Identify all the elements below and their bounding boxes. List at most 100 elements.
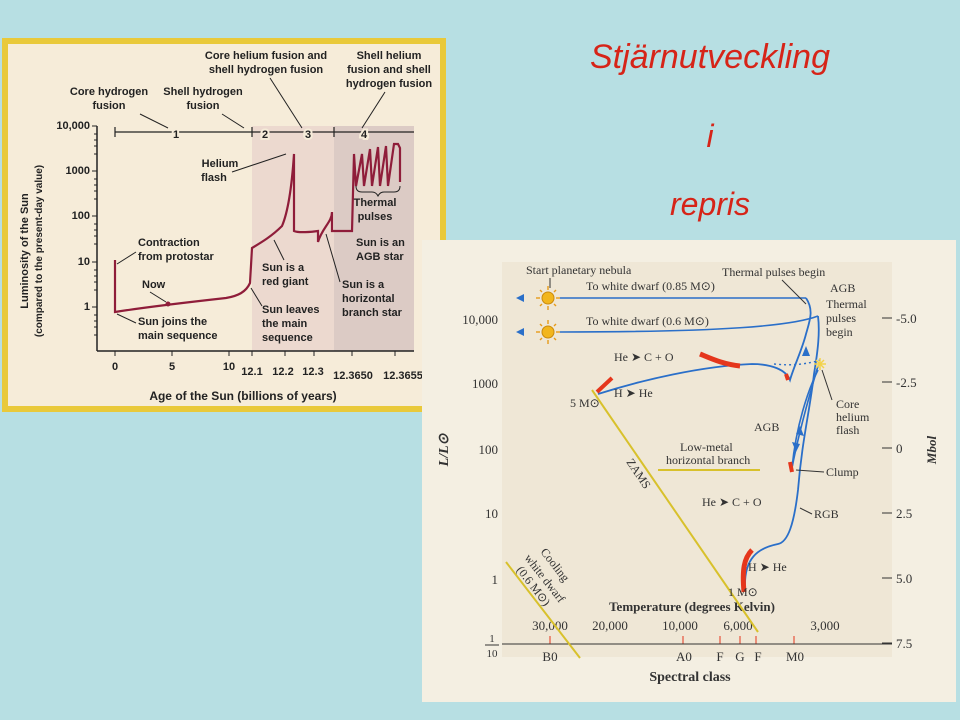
y-tick-label: 10 (78, 256, 90, 268)
label-agb-mid: AGB (754, 420, 779, 434)
hr-mbol-tick: 7.5 (896, 636, 912, 651)
track-agb (791, 365, 819, 469)
phase-number: 4 (361, 129, 368, 141)
label-helium-flash: Helium (202, 158, 239, 170)
label-h-he-bottom: H ➤ He (748, 560, 787, 574)
hr-spectral-tick: B0 (542, 649, 557, 664)
pointer-core-helium-flash (821, 369, 833, 401)
label-agb-top: AGB (830, 281, 855, 295)
hr-mbol-tick-marks (882, 317, 892, 644)
label-now: Now (142, 279, 166, 291)
hr-temp-tick: 6,000 (723, 618, 752, 633)
x-axis-label: Age of the Sun (billions of years) (149, 389, 336, 403)
hr-temp-axis-label: Temperature (degrees Kelvin) (609, 599, 775, 614)
zams-line (591, 389, 759, 633)
sun-icon (536, 320, 560, 344)
pointer-now (149, 291, 167, 303)
hr-y-tick: 1 (492, 572, 499, 587)
hr-y-tick: 100 (479, 442, 499, 457)
track-dotted-flash (773, 359, 821, 366)
slide-title-line-2: i (706, 118, 714, 154)
label-thermal-pulses: Thermal (826, 297, 867, 311)
y-tick-label: 100 (72, 210, 90, 222)
phase-number: 2 (262, 129, 268, 141)
label-shell-helium-3: hydrogen fusion (346, 78, 432, 90)
hr-spectral-axis-label: Spectral class (649, 670, 731, 685)
hr-spectral-tick-marks (549, 636, 795, 644)
label-core-helium-2: shell hydrogen fusion (209, 64, 324, 76)
label-shell-hydrogen: Shell hydrogen (163, 86, 243, 98)
thermal-brace (355, 185, 401, 198)
label-thermal-pulses-2: pulses (358, 211, 393, 223)
label-low-metal: Low-metal (680, 440, 733, 454)
red-segment-agb-top (784, 373, 790, 381)
y-axis-label: Luminosity of the Sun (19, 193, 31, 309)
hr-y-tick: 10 (485, 506, 498, 521)
pointer-clump (795, 469, 825, 473)
helium-flash-star-icon (814, 358, 826, 370)
pointer-horizontal-branch (325, 233, 341, 283)
label-rgb: RGB (814, 507, 839, 521)
label-start-planetary-nebula: Start planetary nebula (526, 263, 632, 277)
label-shell-helium-2: fusion and shell (347, 64, 431, 76)
label-core-hydrogen-2: fusion (93, 100, 126, 112)
label-horizontal-branch-3: branch star (342, 307, 403, 319)
hr-y-tick: 1000 (472, 376, 498, 391)
hr-mbol-tick: -2.5 (896, 375, 917, 390)
luminosity-curve (113, 142, 402, 314)
x-tick-label: 5 (169, 361, 175, 373)
label-h-he-top: H ➤ He (614, 386, 653, 400)
label-thermal-pulses-2: pulses (826, 311, 856, 325)
x-tick-label: 12.3650 (333, 370, 373, 382)
hr-plot-area (502, 262, 892, 657)
label-shell-helium: Shell helium (357, 50, 422, 62)
y-minor-ticks (92, 125, 97, 336)
label-contraction-2: from protostar (138, 251, 215, 263)
label-low-metal-2: horizontal branch (666, 453, 750, 467)
hr-spectral-tick: G (735, 649, 744, 664)
pointer-lines (139, 77, 386, 173)
x-tick-label: 12.2 (272, 366, 293, 378)
x-tick-label: 10 (223, 361, 235, 373)
hr-mbol-label: Mbol (924, 436, 939, 466)
cooling-white-dwarf-line (505, 561, 581, 659)
label-core-hydrogen: Core hydrogen (70, 86, 149, 98)
label-core-helium: Core helium fusion and (205, 50, 327, 62)
x-tick-label: 12.3 (302, 366, 323, 378)
label-5-msun: 5 M⊙ (570, 396, 600, 410)
x-tick-label: 12.3655 (383, 370, 423, 382)
label-red-giant: Sun is a (262, 262, 305, 274)
label-leaves-main-sequence-2: the main (262, 318, 308, 330)
slide-title: Stjärnutveckling (589, 38, 830, 76)
slide-title-line-3: repris (669, 186, 750, 222)
y-axis-label-sub: (compared to the present-day value) (34, 165, 45, 337)
label-core-helium-flash-2: helium (836, 410, 870, 424)
hr-spectral-tick: A0 (676, 649, 692, 664)
label-he-c-o-mid: He ➤ C + O (702, 495, 762, 509)
sun-luminosity-chart: 10,000 1000 100 10 1 Luminosity of the S… (2, 38, 446, 412)
pointer-contraction (116, 251, 137, 265)
now-marker (165, 301, 171, 307)
hr-mbol-tick: 5.0 (896, 571, 912, 586)
label-thermal-pulses-begin: Thermal pulses begin (722, 265, 825, 279)
red-segment-5msun (595, 376, 614, 394)
label-main-sequence-2: main sequence (138, 330, 217, 342)
hr-spectral-tick: F (754, 649, 761, 664)
hr-spectral-tick: M0 (786, 649, 804, 664)
hr-temp-tick: 3,000 (810, 618, 839, 633)
red-segment-1msun (740, 548, 754, 593)
pointer-thermal-begin (781, 279, 807, 305)
hr-spectral-tick: F (716, 649, 723, 664)
label-to-white-dwarf-06: To white dwarf (0.6 M⊙) (586, 314, 709, 328)
phase-number: 3 (305, 129, 311, 141)
label-leaves-main-sequence: Sun leaves (262, 304, 319, 316)
y-tick-label: 10,000 (56, 120, 90, 132)
pointer-red-giant (273, 239, 285, 261)
hr-y-axis-label: L/L⊙ (437, 432, 452, 467)
x-ticks (114, 351, 396, 356)
label-horizontal-branch-2: horizontal (342, 293, 395, 305)
x-tick-label: 0 (112, 361, 118, 373)
label-he-c-o-top: He ➤ C + O (614, 350, 674, 364)
label-horizontal-branch: Sun is a (342, 279, 385, 291)
label-agb-star-2: AGB star (356, 251, 404, 263)
